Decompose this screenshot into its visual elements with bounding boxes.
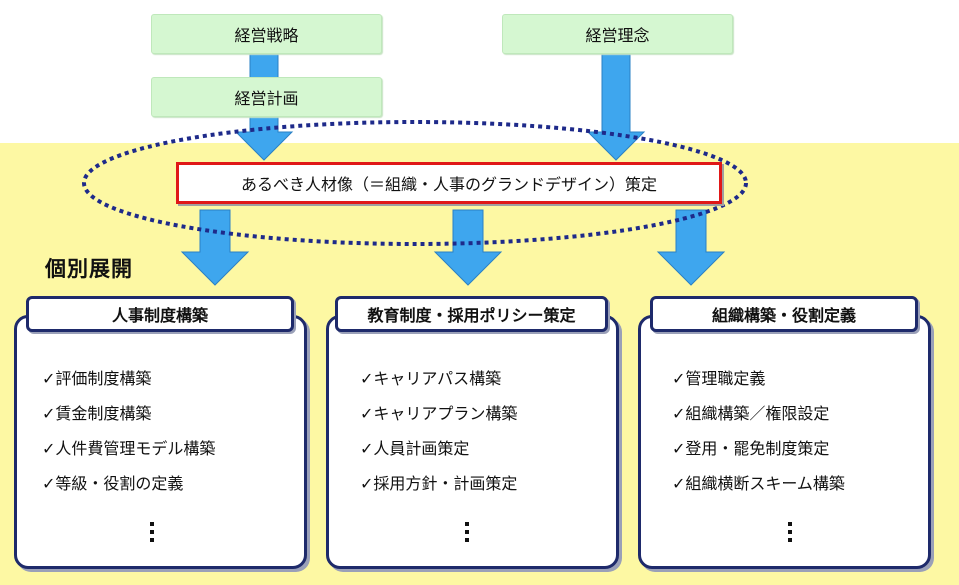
strategy-label: 経営戦略 xyxy=(234,26,299,45)
ellipsis-dots xyxy=(465,522,469,546)
plan-box: 経営計画 xyxy=(151,77,382,117)
arrow-philosophy-to-center xyxy=(586,53,646,161)
philosophy-label: 経営理念 xyxy=(585,26,650,45)
panel-title-label: 組織構築・役割定義 xyxy=(711,306,856,325)
list-item: ✓キャリアパス構築 xyxy=(360,369,502,388)
list-item: ✓等級・役割の定義 xyxy=(42,474,184,493)
list-item: ✓評価制度構築 xyxy=(42,369,152,388)
list-item: ✓採用方針・計画策定 xyxy=(360,474,518,493)
arrow-to-panel-2 xyxy=(433,209,503,286)
panel-title: 教育制度・採用ポリシー策定 xyxy=(335,296,608,332)
panel-organization xyxy=(638,315,931,569)
list-item: ✓人件費管理モデル構築 xyxy=(42,439,216,458)
dotted-ellipse xyxy=(82,120,748,246)
list-item: ✓組織横断スキーム構築 xyxy=(672,474,845,493)
ideal-talent-box: あるべき人材像（＝組織・人事のグランドデザイン）策定 xyxy=(176,162,722,204)
list-item: ✓賃金制度構築 xyxy=(42,404,152,423)
arrow-to-panel-3 xyxy=(656,209,726,286)
panel-title-label: 教育制度・採用ポリシー策定 xyxy=(367,306,576,325)
panel-title: 組織構築・役割定義 xyxy=(650,296,918,332)
panel-title-label: 人事制度構築 xyxy=(111,306,208,325)
list-item: ✓登用・罷免制度策定 xyxy=(672,439,830,458)
list-item: ✓キャリアプラン構築 xyxy=(360,404,518,423)
ellipsis-dots xyxy=(788,522,792,546)
ellipsis-dots xyxy=(150,522,154,546)
philosophy-box: 経営理念 xyxy=(502,14,733,54)
list-item: ✓組織構築／権限設定 xyxy=(672,404,830,423)
plan-label: 経営計画 xyxy=(234,89,299,108)
arrow-to-panel-1 xyxy=(180,209,250,286)
panel-title: 人事制度構築 xyxy=(26,296,294,332)
panel-hr-system xyxy=(14,315,307,569)
section-heading: 個別展開 xyxy=(45,257,133,281)
list-item: ✓管理職定義 xyxy=(672,369,766,388)
strategy-box: 経営戦略 xyxy=(151,14,382,54)
ideal-talent-label: あるべき人材像（＝組織・人事のグランドデザイン）策定 xyxy=(240,175,657,194)
list-item: ✓人員計画策定 xyxy=(360,439,470,458)
